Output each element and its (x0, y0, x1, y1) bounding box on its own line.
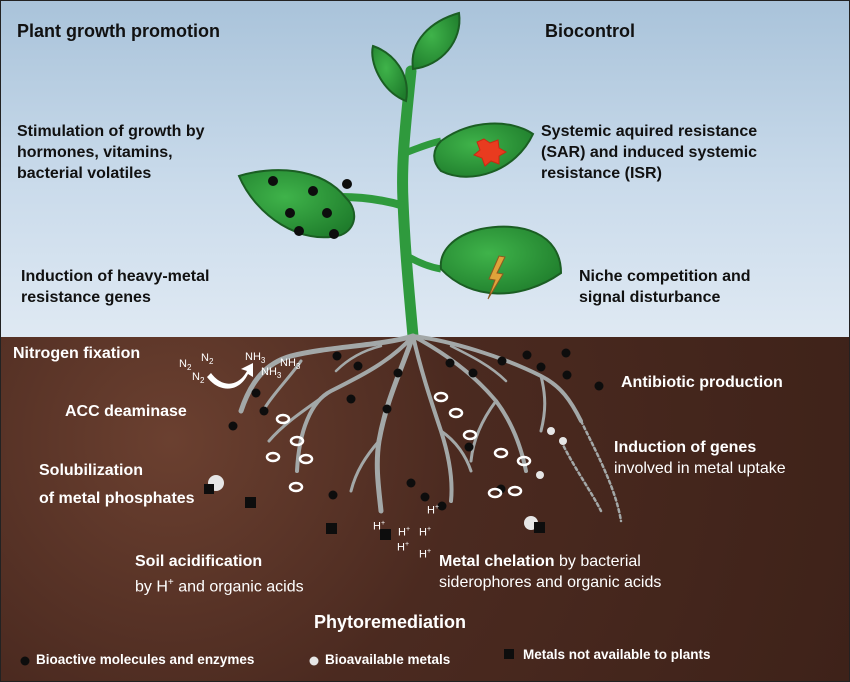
label-metal-chelation: Metal chelation by bacterial siderophore… (439, 553, 662, 591)
unavailable-metals (204, 484, 545, 540)
chem-n2-b: N2 (201, 352, 214, 367)
chem-h-ion: H+ (398, 526, 411, 539)
legend-unavailable-label: Metals not available to plants (523, 647, 711, 662)
chem-h-ion: H+ (373, 520, 386, 533)
legend-unavailable-icon (504, 649, 514, 659)
plant-branch (340, 193, 406, 210)
chem-nh3-a: NH3 (245, 351, 266, 366)
chem-nh3-c: NH3 (261, 366, 282, 381)
chem-n2-c: N2 (192, 371, 205, 386)
chem-h-ion: H+ (397, 541, 410, 554)
leaf-damage (487, 255, 506, 300)
leaf-top-left (371, 44, 408, 103)
chem-h-ion: H+ (427, 504, 440, 517)
label-phytoremediation: Phytoremediation (314, 612, 467, 632)
label-induction-of-genes: Induction of genes involved in metal upt… (614, 439, 786, 477)
bioavailable-metal-rings (265, 391, 532, 499)
label-antibiotic-production: Antibiotic production (621, 374, 783, 391)
legend-bioavailable-label: Bioavailable metals (325, 652, 451, 667)
soil-background (1, 337, 849, 681)
legend-bioavailable-icon (309, 656, 319, 666)
label-nitrogen-fixation: Nitrogen fixation (13, 345, 141, 362)
header-plant-growth-promotion: Plant growth promotion (17, 21, 220, 41)
leaf-top-right (411, 11, 461, 71)
chem-nh3-b: NH3 (280, 357, 301, 372)
legend-bioactive-label: Bioactive molecules and enzymes (36, 652, 255, 667)
plant-branch (403, 137, 442, 157)
header-biocontrol: Biocontrol (545, 21, 635, 41)
leaf-lesion (473, 138, 508, 167)
label-solubilization: Solubilization of metal phosphates (39, 462, 195, 507)
legend-bioactive-icon (20, 656, 30, 666)
label-soil-acidification: Soil acidification by H+ and organic aci… (135, 553, 304, 596)
leaf-bacteria (268, 176, 352, 239)
label-systemic-resistance: Systemic aquired resistance (SAR) and in… (541, 123, 758, 182)
label-heavy-metal-genes: Induction of heavy-metal resistance gene… (21, 268, 210, 306)
chem-n2-a: N2 (179, 358, 192, 373)
plant-branch (405, 252, 442, 273)
nitrogen-arrow-icon (207, 363, 253, 389)
label-stimulation: Stimulation of growth by hormones, vitam… (17, 123, 205, 182)
label-niche-competition: Niche competition and signal disturbance (579, 268, 751, 306)
label-acc-deaminase: ACC deaminase (65, 403, 187, 420)
plant-stem (397, 65, 419, 342)
bioavailable-metals (208, 427, 567, 530)
chem-h-ion: H+ (419, 526, 432, 539)
chem-h-ion: H+ (419, 548, 432, 561)
soil-bacteria (228, 348, 604, 511)
leaf-left (237, 169, 356, 239)
